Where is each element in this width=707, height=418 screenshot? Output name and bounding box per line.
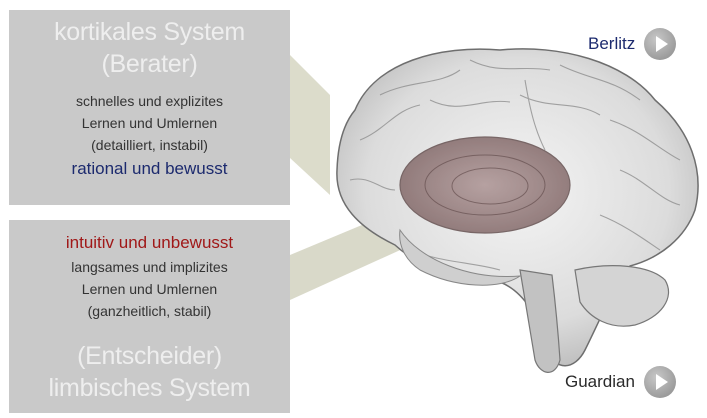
guardian-label: Guardian	[565, 372, 635, 392]
berlitz-label: Berlitz	[588, 34, 635, 54]
limbic-system-box: intuitiv und unbewusst langsames und imp…	[9, 220, 290, 413]
limbic-role: (Entscheider)	[9, 340, 290, 372]
play-icon[interactable]	[644, 366, 676, 398]
cortical-tagline: rational und bewusst	[9, 156, 290, 182]
play-icon[interactable]	[644, 28, 676, 60]
berlitz-link[interactable]: Berlitz	[588, 28, 676, 60]
cortical-role: (Berater)	[9, 48, 290, 80]
guardian-link[interactable]: Guardian	[565, 366, 676, 398]
cortical-line3: (detailliert, instabil)	[9, 134, 290, 156]
cortical-title: kortikales System	[9, 16, 290, 48]
limbic-line3: (ganzheitlich, stabil)	[9, 300, 290, 322]
limbic-line1: langsames und implizites	[9, 256, 290, 278]
cortex-connector	[290, 55, 330, 195]
limbic-title: limbisches System	[9, 372, 290, 404]
limbic-line2: Lernen und Umlernen	[9, 278, 290, 300]
cortical-system-box: kortikales System (Berater) schnelles un…	[9, 10, 290, 205]
cortical-line1: schnelles und explizites	[9, 90, 290, 112]
cortical-line2: Lernen und Umlernen	[9, 112, 290, 134]
limbic-tagline: intuitiv und unbewusst	[9, 230, 290, 256]
